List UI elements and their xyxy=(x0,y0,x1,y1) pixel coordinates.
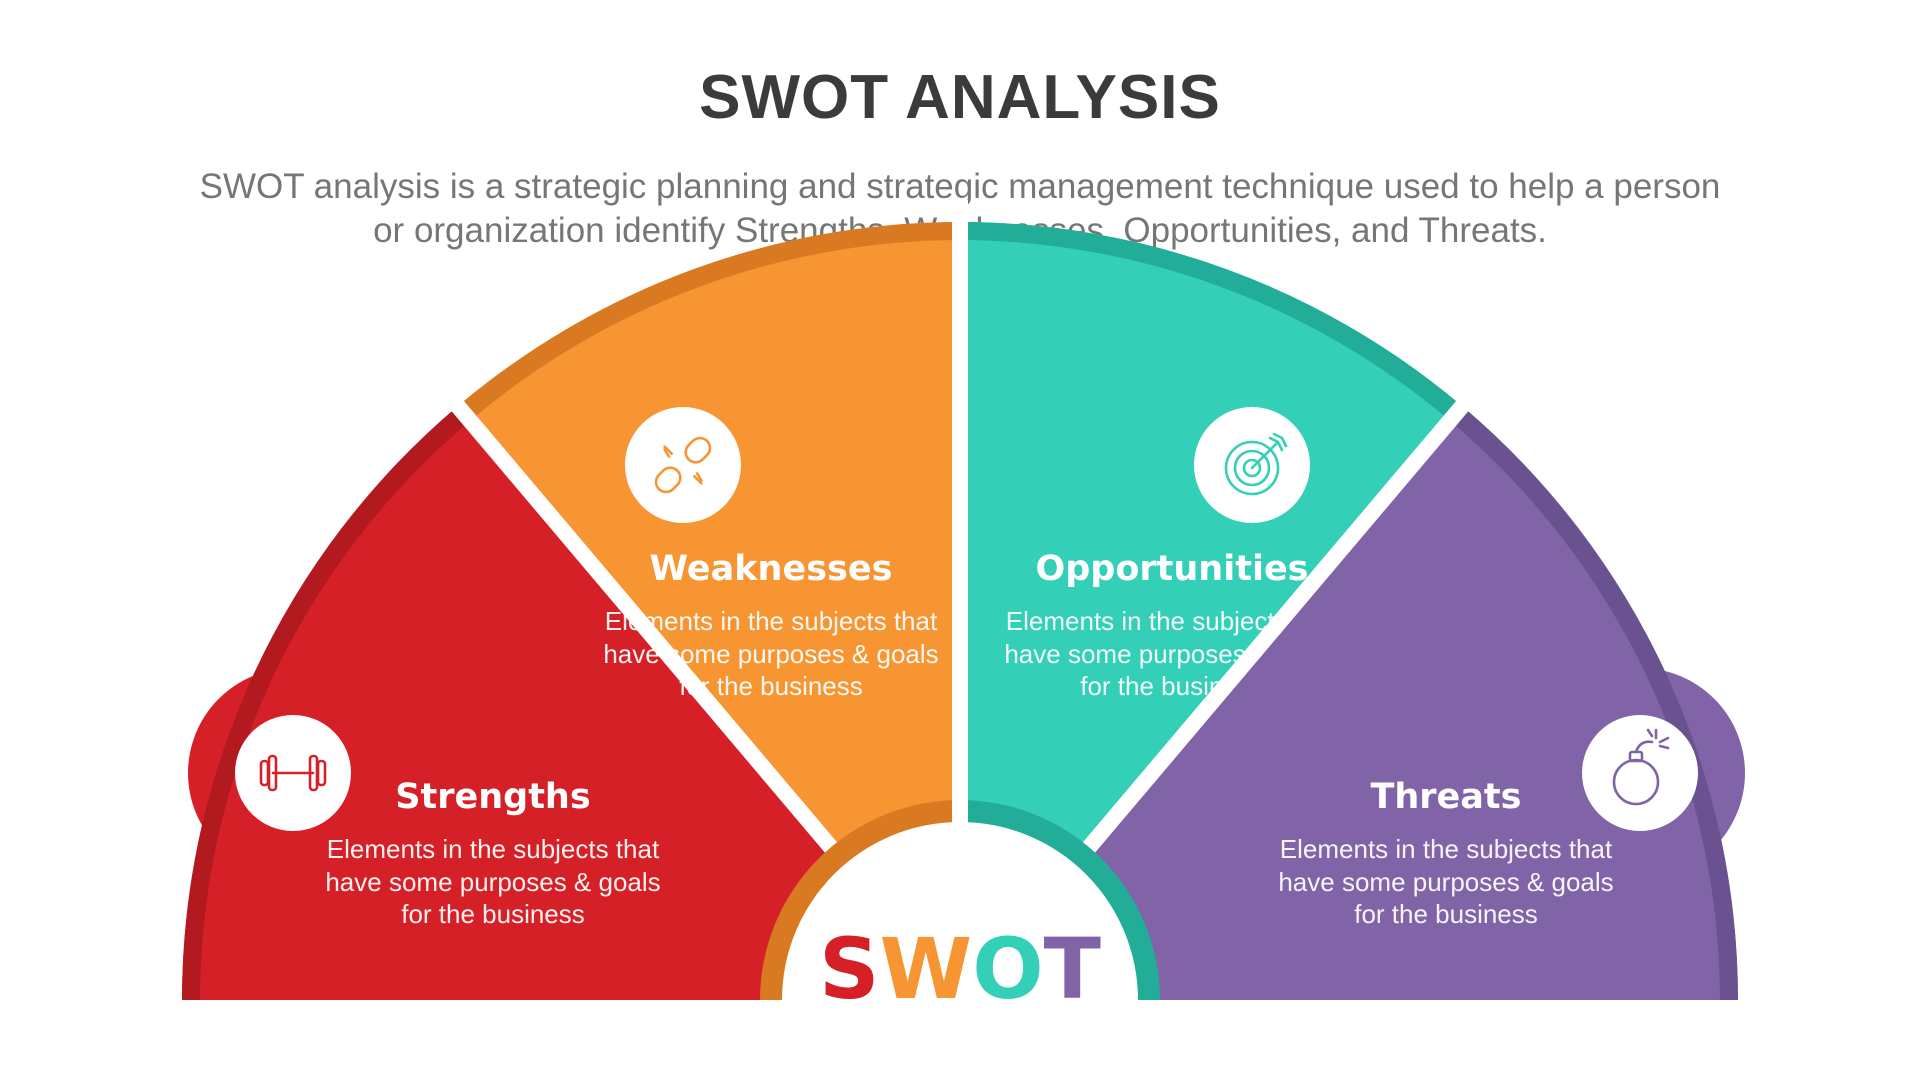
segment-opportunities: Opportunities Elements in the subjects t… xyxy=(960,222,1462,1000)
segment-strengths-desc-2: have some purposes & goals xyxy=(325,867,660,897)
swot-letter-s: S xyxy=(819,920,880,1018)
segment-threats-desc-2: have some purposes & goals xyxy=(1278,867,1613,897)
segment-weaknesses: Weaknesses Elements in the subjects that… xyxy=(458,222,960,1000)
bottom-mask xyxy=(0,1000,1920,1080)
segment-opportunities-title: Opportunities xyxy=(1035,549,1308,589)
segment-opportunities-icon-bg xyxy=(1194,407,1310,523)
segment-strengths-desc-3: for the business xyxy=(401,899,585,929)
swot-letter-o: O xyxy=(972,920,1043,1018)
segment-strengths-title: Strengths xyxy=(395,777,590,817)
broken-chain-icon xyxy=(654,436,712,494)
segment-threats-icon-bg xyxy=(1582,715,1698,831)
swot-letter-w: W xyxy=(880,920,973,1018)
center-swot-word: SWOT xyxy=(819,920,1101,1018)
segment-weaknesses-icon-bg xyxy=(625,407,741,523)
segment-strengths-shape xyxy=(182,406,960,1000)
inner-hole xyxy=(782,822,1138,1000)
segment-threats-desc-3: for the business xyxy=(1354,899,1538,929)
page-title: SWOT ANALYSIS xyxy=(699,63,1221,132)
page-subtitle: SWOT analysis is a strategic planning an… xyxy=(60,165,1860,253)
swot-letter-t: T xyxy=(1044,920,1101,1018)
segment-weaknesses-edge xyxy=(458,222,960,420)
segment-weaknesses-title: Weaknesses xyxy=(650,549,893,589)
segment-threats: Threats Elements in the subjects that ha… xyxy=(960,406,1745,1000)
segment-strengths: Strengths Elements in the subjects that … xyxy=(182,406,960,1000)
bomb-icon xyxy=(1612,728,1670,806)
target-icon xyxy=(1224,432,1288,496)
segment-threats-shape xyxy=(960,406,1738,1000)
segment-threats-title: Threats xyxy=(1371,777,1522,817)
segment-weaknesses-shape xyxy=(458,222,960,1000)
subtitle-line-1: SWOT analysis is a strategic planning an… xyxy=(199,167,1721,206)
segment-threats-desc-1: Elements in the subjects that xyxy=(1280,834,1613,864)
dumbbell-icon xyxy=(259,754,327,792)
segment-weaknesses-desc-1: Elements in the subjects that xyxy=(605,606,938,636)
segment-strengths-desc-1: Elements in the subjects that xyxy=(327,834,660,864)
segment-opportunities-edge xyxy=(960,222,1462,420)
